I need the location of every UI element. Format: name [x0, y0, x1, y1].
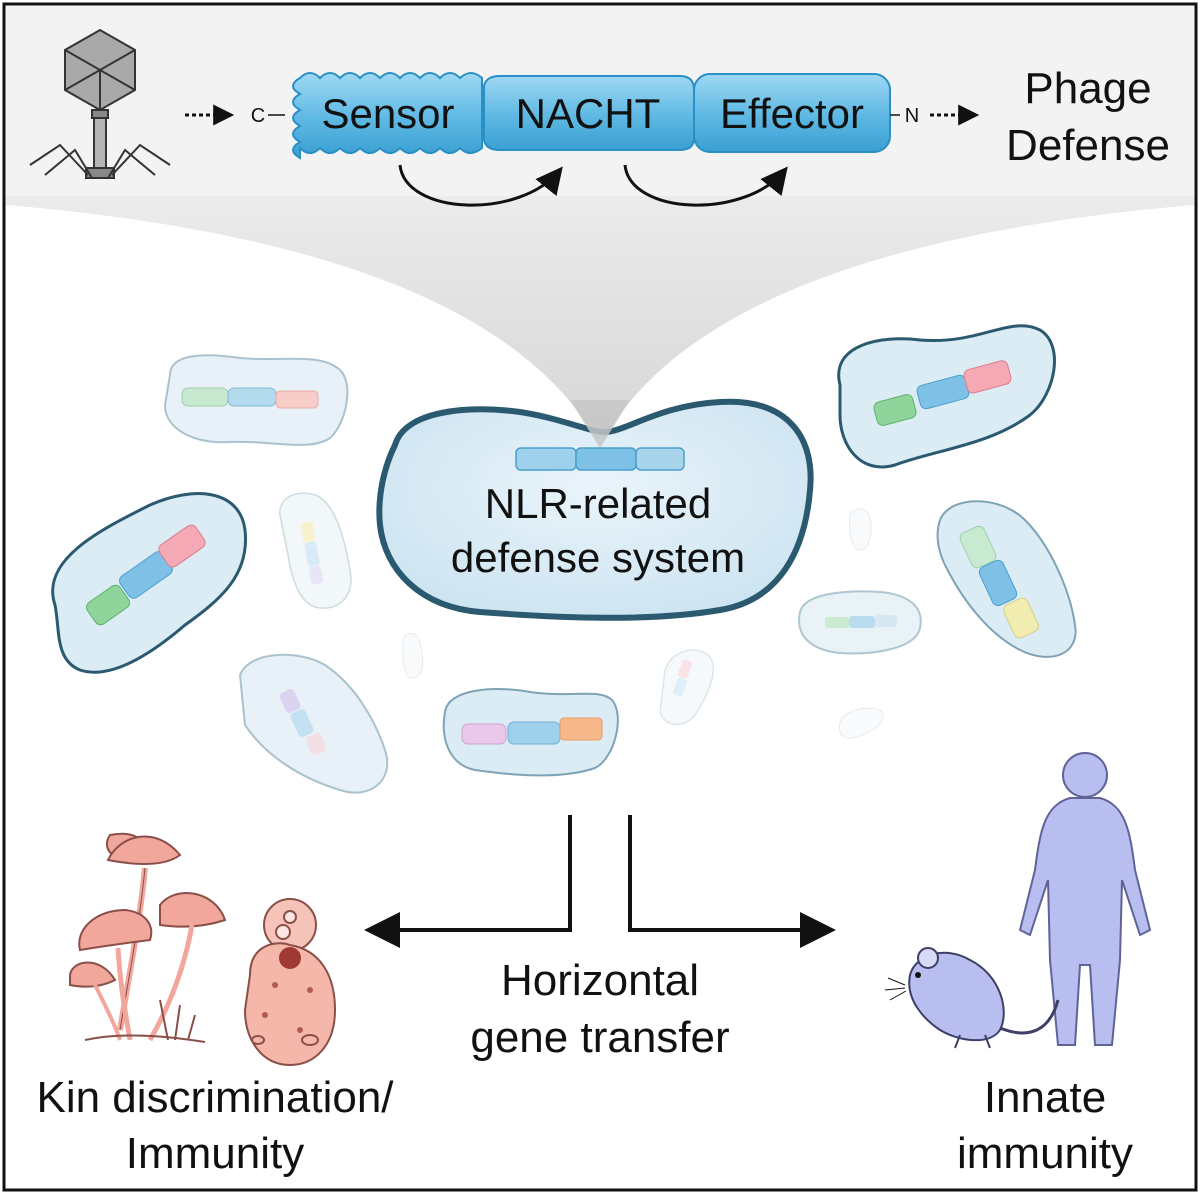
effector-domain: Effector: [693, 73, 891, 153]
sensor-label: Sensor: [321, 90, 454, 137]
mouse-icon: [884, 947, 1060, 1049]
yeast-cell-icon: [243, 898, 337, 1067]
bacterium-cell: [238, 653, 389, 794]
bacterium-cell: [402, 633, 424, 679]
transfer-arrow-right: [628, 815, 836, 948]
nacht-label: NACHT: [516, 90, 661, 137]
sensor-to-nacht-arrow: [398, 164, 563, 207]
nacht-domain: NACHT: [483, 75, 695, 151]
human-silhouette-icon: [1018, 752, 1152, 1046]
central-cell-line2: defense system: [451, 534, 745, 581]
transfer-line2: gene transfer: [470, 1013, 729, 1062]
left-outcome-line1: Kin discrimination/: [36, 1073, 394, 1122]
c-terminus-label: C: [251, 105, 265, 127]
transfer-arrow-left: [364, 815, 572, 948]
mushroom-icon: [69, 832, 227, 1043]
phage-icon: [29, 28, 171, 179]
transfer-line1: Horizontal: [501, 956, 699, 1005]
bacterium-cell: [659, 649, 714, 726]
bacterium-cell: [51, 492, 248, 674]
bacterium-cell: [442, 688, 619, 777]
bacterium-cell: [936, 500, 1077, 658]
right-outcome-line1: Innate: [984, 1073, 1106, 1122]
left-outcome-line2: Immunity: [126, 1129, 304, 1178]
spotlight-tip: [570, 400, 630, 448]
bacterium-cell: [849, 508, 872, 551]
bacterium-cell: [279, 492, 352, 609]
effector-label: Effector: [720, 90, 864, 137]
outcome-phage-label: Phage: [1024, 64, 1151, 113]
sensor-domain: Sensor: [292, 72, 483, 160]
right-outcome-line2: immunity: [957, 1129, 1133, 1178]
central-cell: NLR-related defense system: [376, 398, 814, 621]
central-cell-line1: NLR-related: [485, 480, 711, 527]
bacterium-cell: [838, 707, 884, 739]
bacterium-cell: [837, 324, 1056, 469]
bacterium-cell: [798, 590, 922, 655]
bacterium-cell: [163, 354, 349, 446]
outcome-defense-label: Defense: [1006, 121, 1170, 170]
spotlight-cone: [6, 190, 1194, 445]
n-terminus-label: N: [905, 105, 919, 127]
nacht-to-effector-arrow: [623, 164, 788, 207]
